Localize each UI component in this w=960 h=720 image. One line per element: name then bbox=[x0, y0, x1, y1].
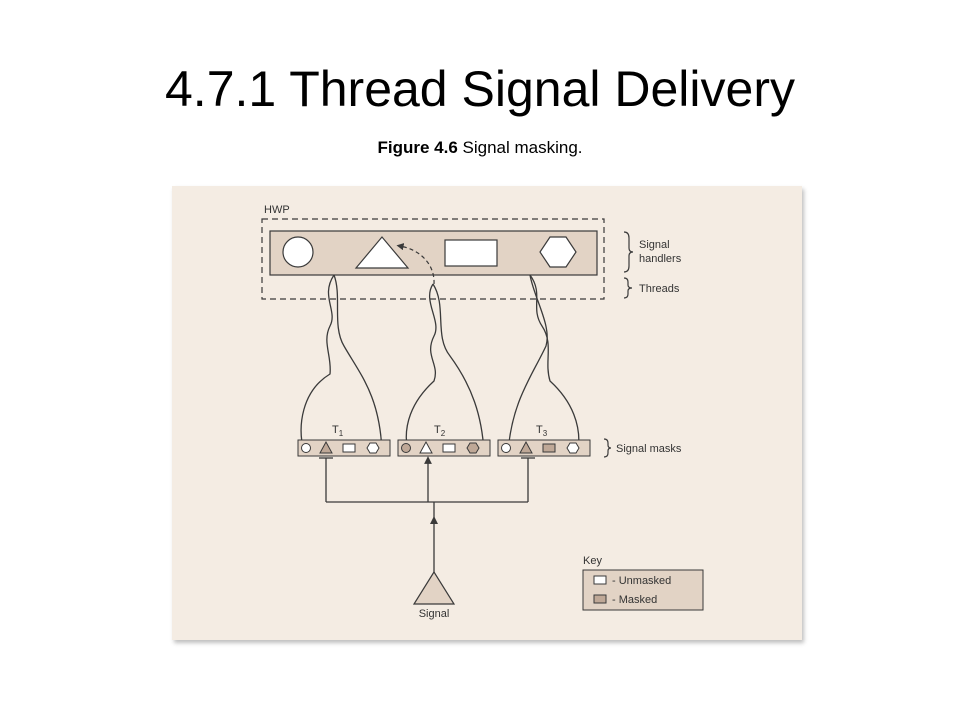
figure-caption: Figure 4.6 Signal masking. bbox=[0, 138, 960, 158]
mask-bar-1 bbox=[297, 439, 391, 457]
delivery-arrow bbox=[396, 243, 435, 285]
delivery-tree bbox=[319, 456, 535, 578]
process-box bbox=[261, 218, 605, 300]
handler-circle bbox=[282, 236, 314, 268]
signal-masking-diagram: HWP Signal handlers Threads T1 T2 T3 bbox=[172, 186, 802, 640]
thread-line-1a bbox=[300, 274, 335, 453]
figure: HWP Signal handlers Threads T1 T2 T3 bbox=[172, 186, 802, 640]
thread-line-3b bbox=[507, 274, 548, 453]
handlers-brace bbox=[623, 231, 634, 273]
handlers-label-line1: Signal bbox=[639, 239, 670, 251]
key-title: Key bbox=[583, 555, 602, 567]
masks-label: Signal masks bbox=[616, 443, 682, 455]
thread-line-3a bbox=[529, 274, 580, 453]
thread-line-1b bbox=[333, 274, 383, 453]
thread-lines bbox=[300, 274, 580, 453]
thread-label-1: T1 bbox=[332, 424, 344, 438]
thread-label-3: T3 bbox=[536, 424, 548, 438]
key-masked-swatch bbox=[593, 594, 607, 604]
signal-label: Signal bbox=[419, 608, 450, 620]
threads-brace bbox=[623, 277, 633, 299]
thread-label-2: T2 bbox=[434, 424, 446, 438]
mask-bar-2 bbox=[397, 439, 491, 457]
handler-triangle bbox=[354, 236, 410, 269]
handler-hexagon bbox=[539, 236, 577, 268]
masks-brace bbox=[603, 438, 612, 458]
handler-rectangle bbox=[444, 239, 498, 267]
handlers-label-line2: handlers bbox=[639, 253, 682, 265]
key-unmasked-label: - Unmasked bbox=[612, 575, 671, 587]
slide-title: 4.7.1 Thread Signal Delivery bbox=[165, 61, 795, 117]
thread-line-2b bbox=[432, 283, 485, 453]
key-unmasked-swatch bbox=[593, 575, 607, 585]
caption-figure-number: Figure 4.6 bbox=[377, 138, 458, 157]
caption-text: Signal masking. bbox=[457, 138, 583, 157]
signal-triangle bbox=[412, 570, 456, 605]
key-masked-label: - Masked bbox=[612, 594, 657, 606]
thread-line-2a bbox=[405, 283, 437, 453]
threads-label: Threads bbox=[639, 283, 680, 295]
process-label: HWP bbox=[264, 204, 290, 216]
mask-bar-3 bbox=[497, 439, 591, 457]
trunk-arrowhead bbox=[430, 516, 438, 524]
